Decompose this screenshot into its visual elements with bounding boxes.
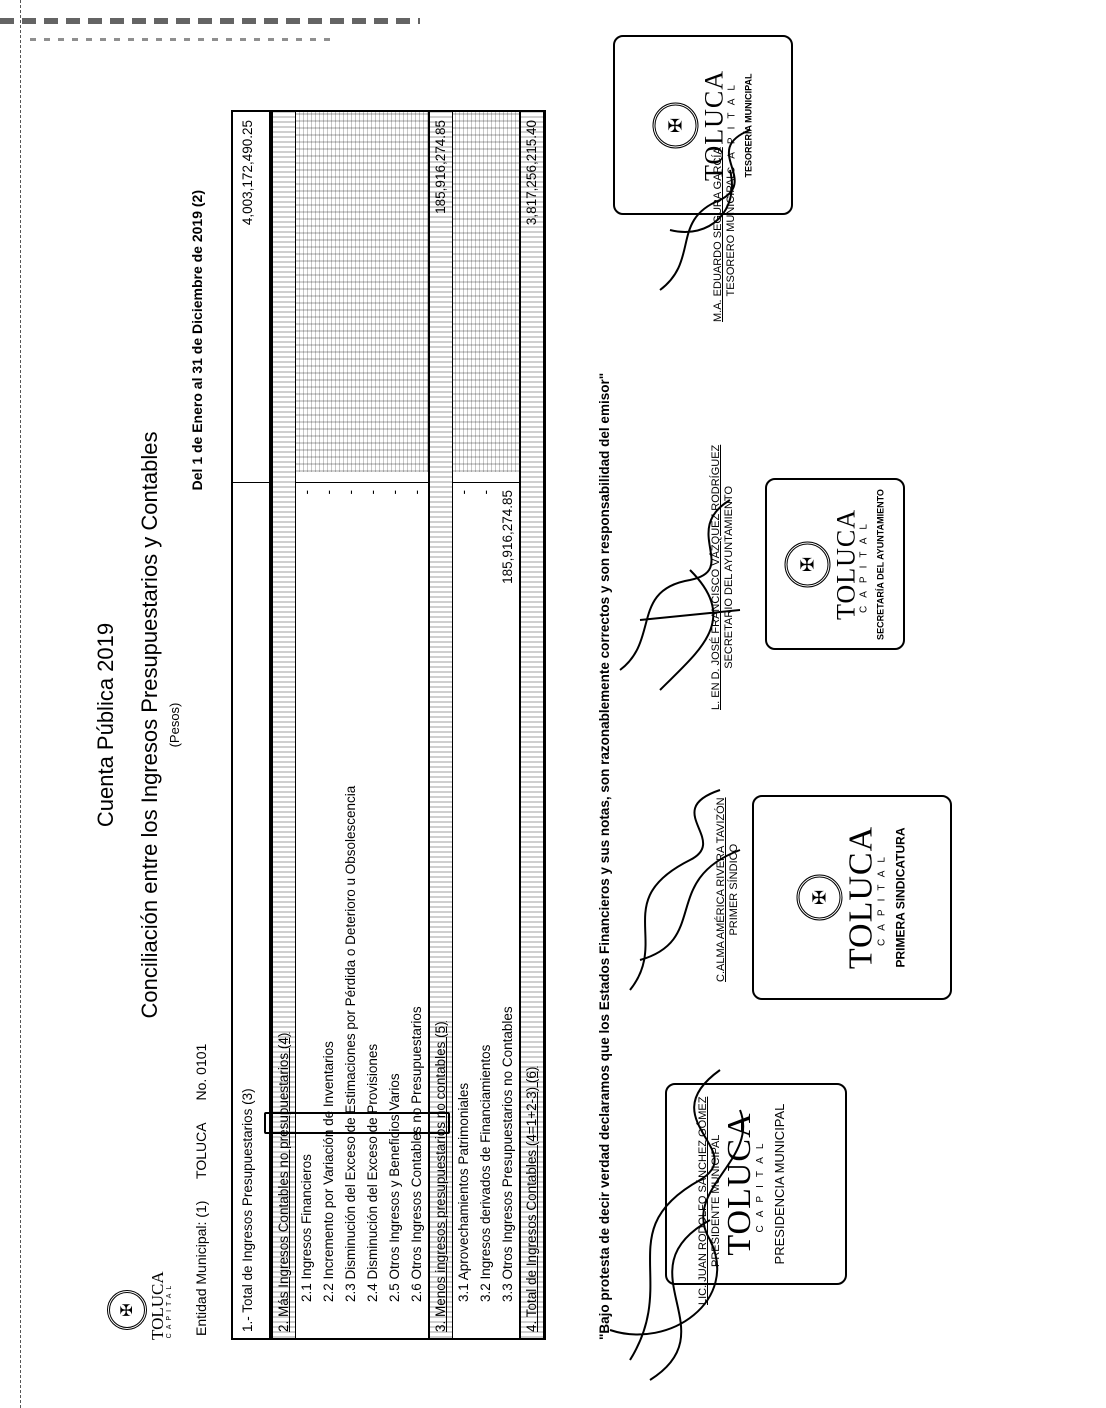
report-title: Conciliación entre los Ingresos Presupue… (137, 431, 162, 1019)
row-label: 2.4 Disminución del Exceso de Provisione… (365, 1043, 380, 1302)
row-label: 1.- Total de Ingresos Presupuestarios (3… (240, 1088, 255, 1332)
handwritten-signature (659, 129, 751, 291)
stamp-secretaria: ✠ TOLUCA CAPITAL SECRETARÍA DEL AYUNTAMI… (765, 478, 905, 650)
scan-artifact (264, 1112, 450, 1134)
table-row: 4. Total de Ingresos Contables (4=1+2-3)… (519, 112, 544, 1338)
row-label: 2.2 Incremento por Variación de Inventar… (321, 1041, 336, 1302)
entity-name: TOLUCA (193, 1122, 209, 1179)
stamp-content: ✠ TOLUCA CAPITAL PRIMERA SINDICATURA (796, 798, 908, 998)
row-amount: - (299, 490, 314, 495)
document-header: ✠ TOLUCA CAPITAL Cuenta Pública 2019 Con… (85, 110, 225, 1340)
row-label: 2.3 Disminución del Exceso de Estimacion… (343, 785, 358, 1302)
table-row: 2.6 Otros Ingresos Contables no Presupue… (406, 112, 428, 1338)
stamp-sindicatura: ✠ TOLUCA CAPITAL PRIMERA SINDICATURA (752, 795, 952, 1000)
row-label: 3. Menos ingresos presupuestarios no con… (433, 1021, 448, 1332)
handwritten-signature (609, 1069, 745, 1381)
row-label: 3.2 Ingresos derivados de Financiamiento… (478, 1044, 493, 1302)
stamp-label: SECRETARÍA DEL AYUNTAMIENTO (875, 488, 886, 640)
table-row: 2.3 Disminución del Exceso de Estimacion… (340, 112, 362, 1338)
rotated-document: ✠ TOLUCA CAPITAL Cuenta Pública 2019 Con… (85, 110, 612, 1340)
seal-icon: ✠ (784, 541, 831, 587)
conciliation-table: 1.- Total de Ingresos Presupuestarios (3… (231, 110, 546, 1340)
row-amount: - (343, 490, 358, 495)
row-label: 2.6 Otros Ingresos Contables no Presupue… (409, 1006, 424, 1302)
handwritten-signature (629, 789, 741, 991)
table-row: 1.- Total de Ingresos Presupuestarios (3… (233, 112, 271, 1338)
stamp-tesoreria: ✠ TOLUCA CAPITAL TESORERÍA MUNICIPAL (613, 35, 793, 215)
period-label: Del 1 de Enero al 31 de Diciembre de 201… (189, 190, 205, 491)
row-amount: - (321, 490, 336, 495)
stamp-sub: CAPITAL (858, 515, 870, 613)
stamp-content: ✠ TOLUCA CAPITAL SECRETARÍA DEL AYUNTAMI… (784, 479, 886, 649)
row-label: 4. Total de Ingresos Contables (4=1+2-3)… (524, 1066, 539, 1332)
handwritten-signature (619, 499, 741, 691)
scan-noise (30, 38, 330, 41)
row-amount: - (387, 490, 402, 495)
row-label: 3.1 Aprovechamientos Patrimoniales (456, 1082, 471, 1302)
table-row: 2.2 Incremento por Variación de Inventar… (318, 112, 340, 1338)
table-row: 3.2 Ingresos derivados de Financiamiento… (475, 112, 497, 1338)
row-total: 3,817,256,215.40 (524, 120, 539, 226)
page-title: Cuenta Pública 2019 (93, 622, 118, 828)
units-label: (Pesos) (167, 702, 182, 748)
entity-number: No. 0101 (193, 1043, 209, 1101)
stamp-label: PRIMERA SINDICATURA (893, 827, 908, 968)
row-total: 185,916,274.85 (433, 120, 448, 214)
row-amount: 185,916,274.85 (500, 490, 515, 584)
stamp-word: TOLUCA (831, 508, 861, 620)
table-row: 2. Más Ingresos Contables no presupuesta… (271, 112, 296, 1338)
row-amount: - (478, 490, 493, 495)
row-label: 3.3 Otros Ingresos Presupuestarios no Co… (500, 1006, 515, 1302)
table-row: 2.4 Disminución del Exceso de Provisione… (362, 112, 384, 1338)
entity-line: Entidad Municipal: (1) TOLUCA No. 0101 (193, 1026, 209, 1336)
stamp-word: TOLUCA (842, 825, 880, 970)
row-label: 2. Más Ingresos Contables no presupuesta… (276, 1032, 291, 1332)
row-label: 2.5 Otros Ingresos y Beneficios Varios (387, 1073, 402, 1302)
table-row: 2.1 Ingresos Financieros - (296, 112, 318, 1338)
table-row: 2.5 Otros Ingresos y Beneficios Varios - (384, 112, 406, 1338)
row-amount: - (409, 490, 424, 495)
row-amount: - (365, 490, 380, 495)
row-label: 2.1 Ingresos Financieros (299, 1154, 314, 1302)
scan-noise (0, 18, 420, 24)
row-amount: - (456, 490, 471, 495)
entity-label: Entidad Municipal: (1) (193, 1200, 209, 1336)
row-total: 4,003,172,490.25 (240, 120, 255, 226)
table-row: 3. Menos ingresos presupuestarios no con… (428, 112, 453, 1338)
page-edge (20, 0, 21, 1408)
table-row: 3.3 Otros Ingresos Presupuestarios no Co… (497, 112, 519, 1338)
seal-icon: ✠ (796, 874, 843, 921)
table-row: 3.1 Aprovechamientos Patrimoniales - (453, 112, 475, 1338)
